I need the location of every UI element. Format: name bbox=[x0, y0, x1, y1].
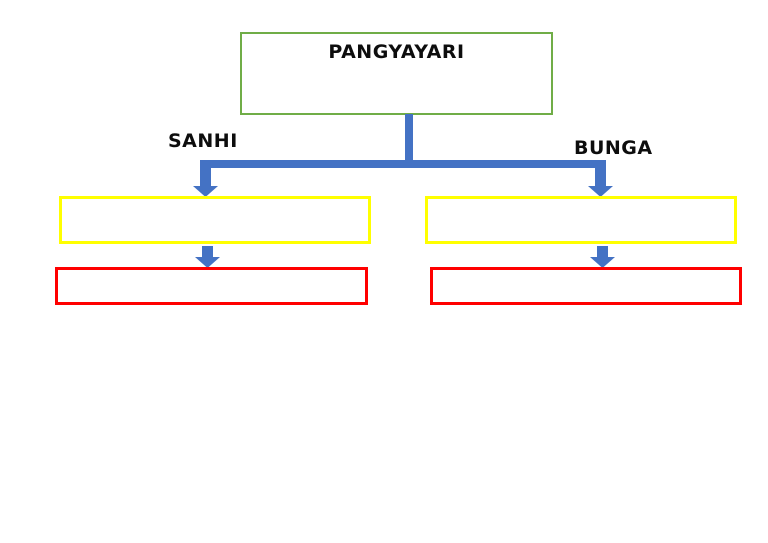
sanhi-small-arrow-down-icon bbox=[195, 246, 220, 268]
bunga-small-arrow-down-icon bbox=[590, 246, 615, 268]
bunga-arrow-down-icon bbox=[588, 160, 613, 197]
bunga-answer-box-red[interactable] bbox=[430, 267, 742, 305]
sanhi-answer-box-red[interactable] bbox=[55, 267, 368, 305]
sanhi-arrow-down-icon bbox=[193, 160, 218, 197]
pangyayari-label: PANGYAYARI bbox=[328, 41, 465, 63]
bunga-label: BUNGA bbox=[574, 137, 653, 159]
sanhi-answer-box-yellow[interactable] bbox=[59, 196, 371, 244]
connector-stem bbox=[405, 114, 413, 161]
sanhi-label: SANHI bbox=[168, 130, 238, 152]
connector-crossbar bbox=[200, 160, 606, 168]
pangyayari-box: PANGYAYARI bbox=[240, 32, 553, 115]
connector-tree bbox=[200, 114, 606, 168]
bunga-answer-box-yellow[interactable] bbox=[425, 196, 737, 244]
